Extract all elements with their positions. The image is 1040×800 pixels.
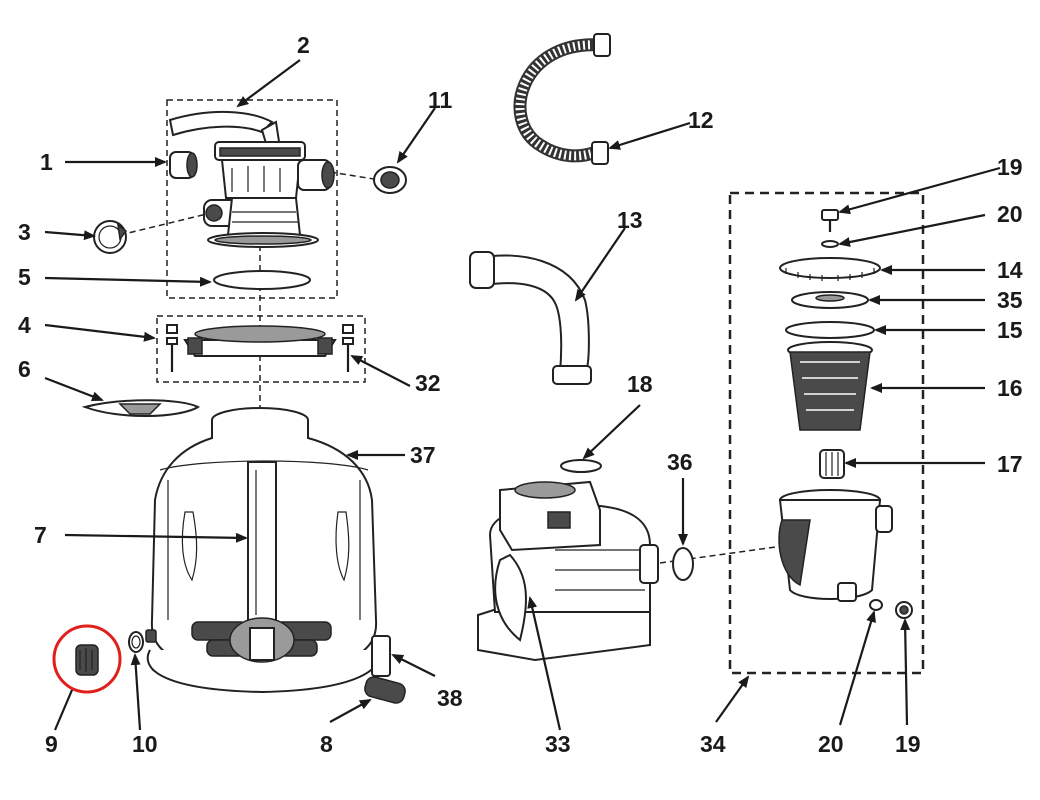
label-20-bottom: 20 xyxy=(818,731,844,757)
pump-motor-33 xyxy=(477,480,659,662)
label-6: 6 xyxy=(18,356,31,382)
label-20-top: 20 xyxy=(997,201,1023,227)
stand-pipe-7 xyxy=(247,461,277,623)
bolt-left xyxy=(166,324,178,372)
label-19-top: 19 xyxy=(997,154,1023,180)
label-38: 38 xyxy=(437,685,463,711)
o-ring-36 xyxy=(672,547,694,581)
label-13: 13 xyxy=(617,207,643,233)
pump-housing xyxy=(778,489,893,602)
drain-plug-19-bottom xyxy=(895,601,913,619)
drain-cap-9 xyxy=(75,644,99,676)
label-15: 15 xyxy=(997,317,1023,343)
gauge-cap-3 xyxy=(93,220,128,254)
gasket-18 xyxy=(560,459,602,473)
clamp-group-box xyxy=(156,315,366,383)
label-1: 1 xyxy=(40,149,53,175)
label-17: 17 xyxy=(997,451,1023,477)
leader-lines xyxy=(44,59,1001,731)
pump-housing-group-box xyxy=(728,191,925,675)
hose-12 xyxy=(513,33,611,165)
o-ring-5 xyxy=(213,270,311,290)
strainer-basket-16 xyxy=(787,341,873,431)
o-ring-15 xyxy=(785,321,875,339)
hose-connector-8 xyxy=(364,676,406,704)
label-2: 2 xyxy=(297,32,310,58)
label-8: 8 xyxy=(320,731,333,757)
valve-group-box xyxy=(166,99,338,299)
label-10: 10 xyxy=(132,731,158,757)
drain-cap-1 xyxy=(169,151,198,179)
label-37: 37 xyxy=(410,442,436,468)
label-14: 14 xyxy=(997,257,1023,283)
label-16: 16 xyxy=(997,375,1023,401)
label-11: 11 xyxy=(428,87,453,113)
vent-screw-19-top xyxy=(821,209,839,232)
lock-ring-14 xyxy=(779,257,881,281)
diffuser-6 xyxy=(81,399,201,417)
label-19-bottom: 19 xyxy=(895,731,921,757)
lid-35 xyxy=(791,291,869,309)
label-36: 36 xyxy=(667,449,693,475)
label-4: 4 xyxy=(18,312,31,338)
label-3: 3 xyxy=(18,219,31,245)
union-connector-line xyxy=(329,171,381,181)
label-34: 34 xyxy=(700,731,726,757)
label-33: 33 xyxy=(545,731,571,757)
label-9: 9 xyxy=(45,731,58,757)
clamp-ring-4 xyxy=(183,325,337,357)
nut-17 xyxy=(819,449,845,479)
label-18: 18 xyxy=(627,371,653,397)
washer-20-top xyxy=(821,240,839,248)
label-5: 5 xyxy=(18,264,31,290)
label-7: 7 xyxy=(34,522,47,548)
multiport-valve xyxy=(168,110,335,248)
washer-10 xyxy=(128,631,144,653)
label-12: 12 xyxy=(688,107,714,133)
gauge-connector-line xyxy=(119,211,216,236)
part-labels: 1 2 3 4 5 6 7 8 9 10 11 12 13 14 15 16 1… xyxy=(18,32,1023,757)
union-11 xyxy=(373,166,407,194)
bolt-32 xyxy=(342,324,354,372)
highlight-circle xyxy=(52,624,122,694)
label-32: 32 xyxy=(415,370,441,396)
washer-20-bottom xyxy=(869,599,883,611)
elbow-hose-13 xyxy=(469,251,592,385)
label-35: 35 xyxy=(997,287,1023,313)
laterals xyxy=(191,617,332,663)
filter-tank-37 xyxy=(146,407,391,694)
